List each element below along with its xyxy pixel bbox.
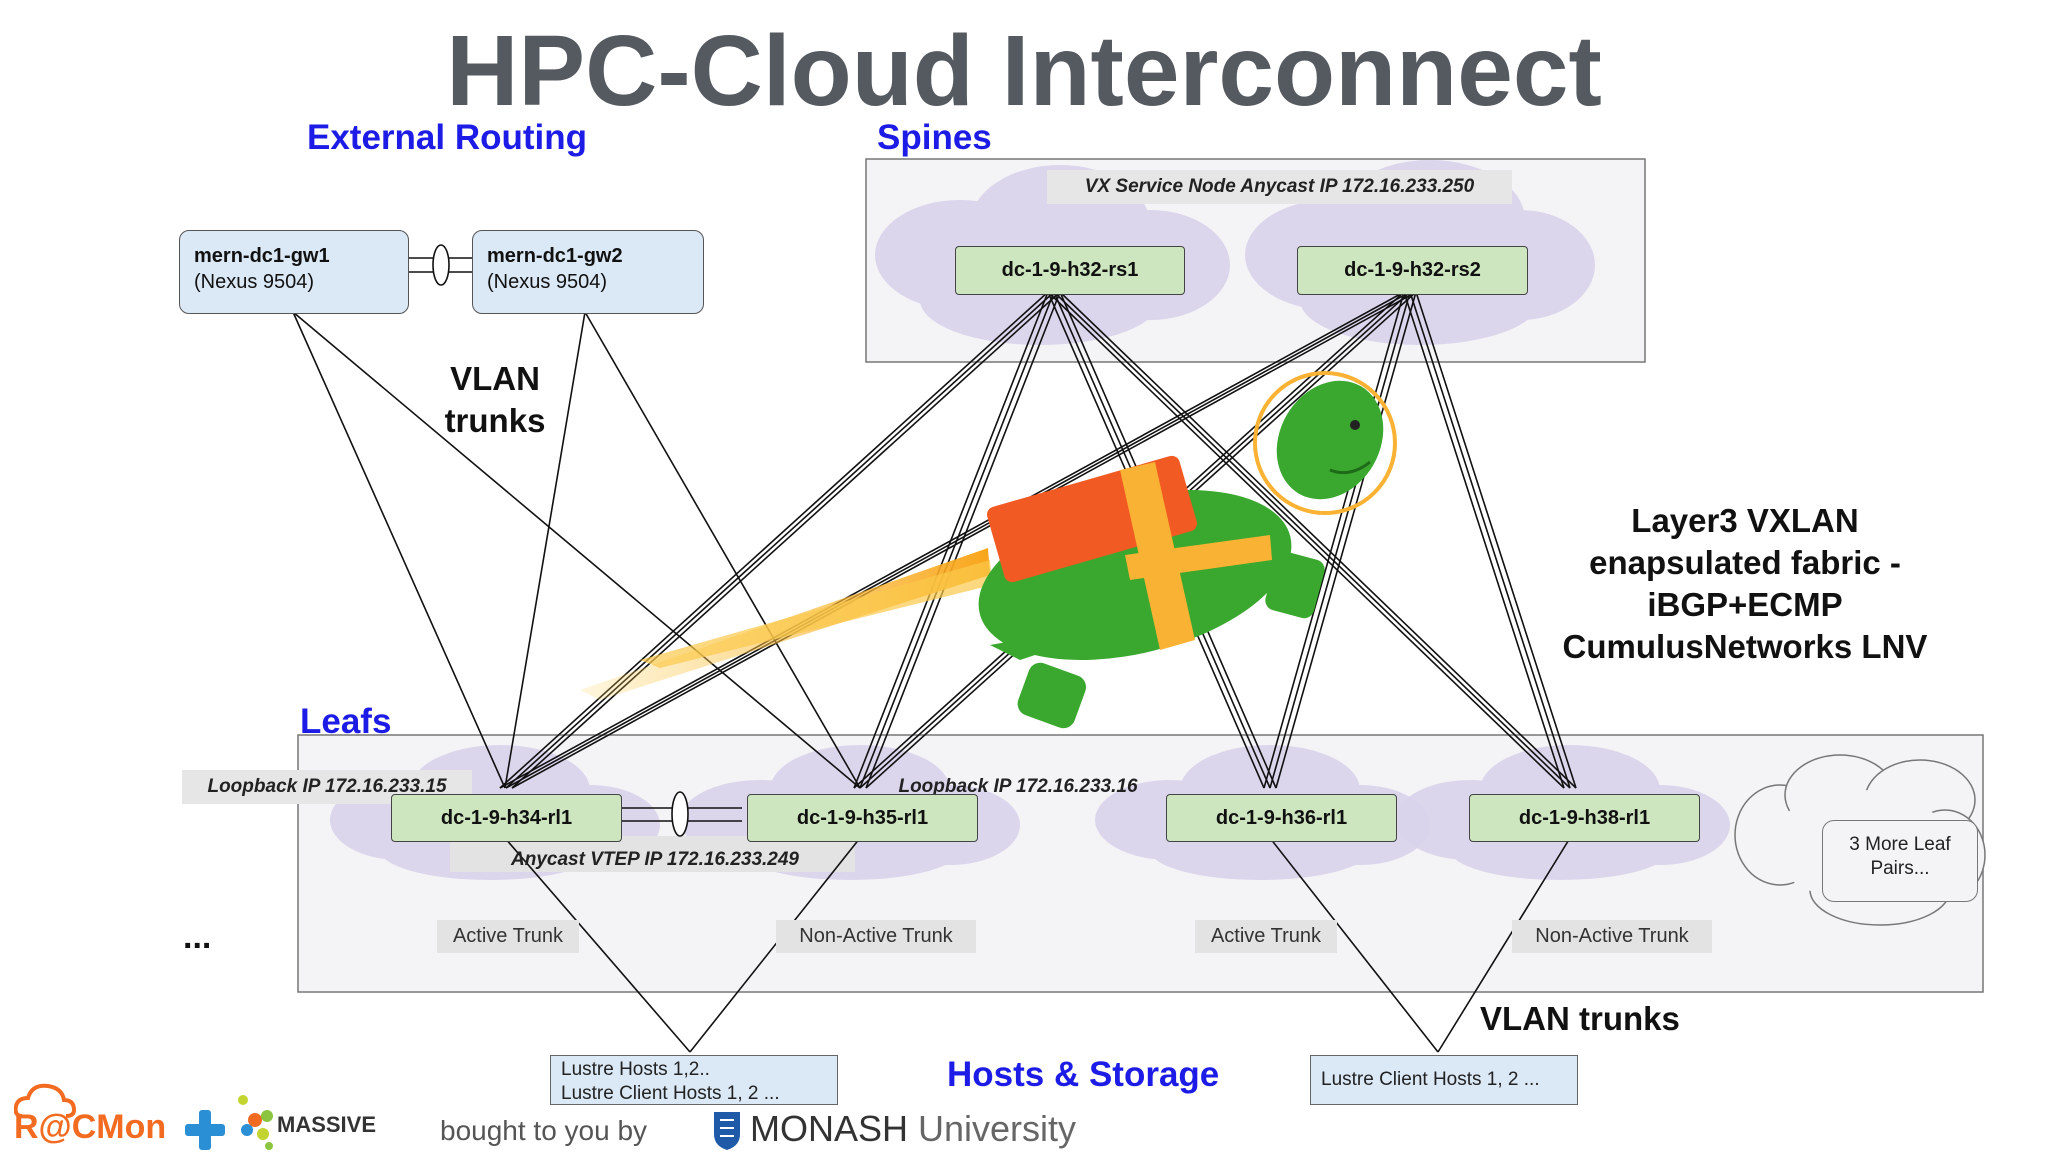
rcmon-logo: R@CMon [14, 1108, 167, 1146]
massive-logo: MASSIVE [277, 1112, 377, 1137]
fabric-line-3: iBGP+ECMP [1647, 586, 1843, 623]
leaf-node-h35[interactable]: dc-1-9-h35-rl1 [747, 794, 978, 842]
vlan-trunks-label-bottom: VLAN trunks [1480, 1000, 1680, 1037]
anycast-vtep-label: Anycast VTEP IP 172.16.233.249 [511, 849, 799, 870]
page-title: HPC-Cloud Interconnect [446, 15, 1602, 127]
bought-to-you-by: bought to you by [440, 1115, 648, 1146]
leaf-lag-oval [671, 791, 689, 837]
fabric-line-2: enapsulated fabric - [1589, 544, 1901, 581]
more-leaf-line-1: 3 More Leaf [1849, 834, 1951, 855]
gateway-model: (Nexus 9504) [487, 271, 608, 293]
spine-node-rs2[interactable]: dc-1-9-h32-rs2 [1297, 246, 1528, 295]
gateway-gw1[interactable]: mern-dc1-gw1 (Nexus 9504) [179, 230, 409, 314]
lustre-hosts-line-2: Lustre Client Hosts 1, 2 ... [561, 1083, 780, 1104]
rocket-turtle-illustration [580, 371, 1397, 729]
section-hosts-storage: Hosts & Storage [947, 1055, 1220, 1094]
loopback-banner-1: Loopback IP 172.16.233.15 [182, 770, 472, 804]
leaf-node-h34[interactable]: dc-1-9-h34-rl1 [391, 794, 622, 842]
turtle-halo [1253, 371, 1397, 515]
gateway-name: mern-dc1-gw1 [194, 245, 330, 267]
rcmon-cloud-icon [14, 1083, 76, 1118]
vlan-line-1: VLAN [450, 360, 540, 397]
trunk-label-2: Non-Active Trunk [776, 920, 976, 953]
loopback-banner-2: Loopback IP 172.16.233.16 [898, 776, 1138, 797]
more-ellipsis: ... [183, 918, 212, 956]
section-spines: Spines [877, 118, 992, 157]
section-external-routing: External Routing [307, 118, 588, 157]
massive-logo-icon [238, 1095, 273, 1150]
university-word: University [908, 1108, 1077, 1149]
turtle-flipper-2 [1265, 551, 1325, 619]
spine-node-rs1[interactable]: dc-1-9-h32-rs1 [955, 246, 1185, 295]
more-leaf-line-2: Pairs... [1870, 858, 1930, 879]
trunk-label-1: Active Trunk [437, 920, 579, 953]
monash-crest-icon [714, 1112, 740, 1150]
gateway-name: mern-dc1-gw2 [487, 245, 623, 267]
gateway-gw2[interactable]: mern-dc1-gw2 (Nexus 9504) [472, 230, 704, 314]
lustre-hosts-box[interactable]: Lustre Hosts 1,2.. Lustre Client Hosts 1… [550, 1055, 838, 1105]
spine-anycast-banner: VX Service Node Anycast IP 172.16.233.25… [1047, 170, 1512, 204]
trunk-label-3: Active Trunk [1195, 920, 1337, 953]
vlan-trunks-label-top: VLAN trunks [430, 358, 560, 442]
leaf-node-h38[interactable]: dc-1-9-h38-rl1 [1469, 794, 1700, 842]
fabric-line-4: CumulusNetworks LNV [1562, 628, 1928, 665]
lustre-client-hosts-box[interactable]: Lustre Client Hosts 1, 2 ... [1310, 1055, 1578, 1105]
leaf-node-h36[interactable]: dc-1-9-h36-rl1 [1166, 794, 1397, 842]
more-leaf-pairs[interactable]: 3 More Leaf Pairs... [1822, 820, 1978, 902]
anycast-vtep-bar [450, 836, 855, 872]
section-leafs: Leafs [300, 702, 392, 741]
monash-university-logo: MONASH University [750, 1108, 1076, 1150]
trunk-label-4: Non-Active Trunk [1512, 920, 1712, 953]
lustre-hosts-line-1: Lustre Hosts 1,2.. [561, 1059, 710, 1080]
plus-icon [185, 1110, 225, 1150]
fabric-description: Layer3 VXLAN enapsulated fabric - iBGP+E… [1530, 500, 1960, 668]
fabric-line-1: Layer3 VXLAN [1631, 502, 1859, 539]
vlan-line-2: trunks [444, 402, 546, 439]
gw-lag-oval [432, 244, 450, 286]
turtle-flipper-1 [1017, 662, 1087, 729]
monash-word: MONASH [750, 1108, 909, 1149]
gateway-model: (Nexus 9504) [194, 271, 315, 293]
